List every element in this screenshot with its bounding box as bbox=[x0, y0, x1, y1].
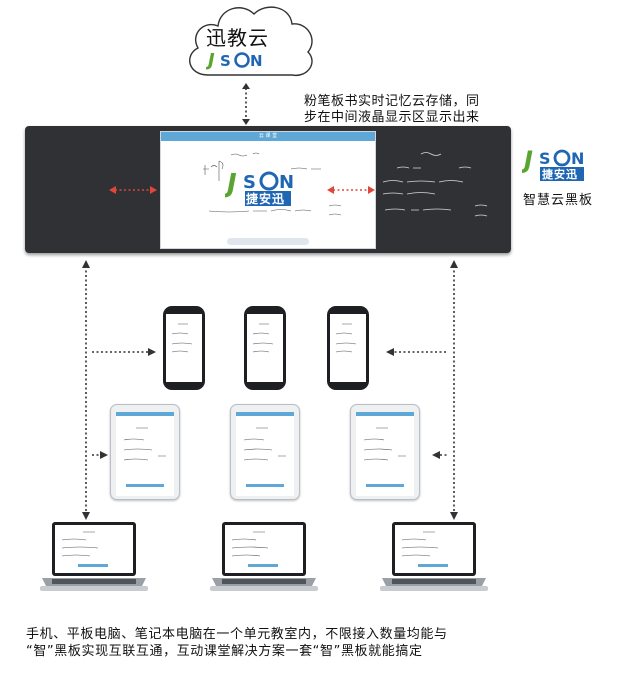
phone-1[interactable] bbox=[163, 306, 205, 390]
laptop-2[interactable] bbox=[208, 520, 320, 596]
bottom-description: 手机、平板电脑、笔记本电脑在一个单元教室内，不限接入数量均能与 “智”黑板实现互… bbox=[26, 626, 448, 660]
laptop-3[interactable] bbox=[378, 520, 490, 596]
phone-2[interactable] bbox=[244, 306, 286, 390]
laptop-1[interactable] bbox=[38, 520, 150, 596]
tablet-1[interactable] bbox=[110, 404, 180, 500]
bottom-description-line2: “智”黑板实现互联互通，互动课堂解决方案一套“智”黑板就能搞定 bbox=[26, 643, 448, 660]
tablet-3[interactable] bbox=[350, 404, 420, 500]
tablet-2[interactable] bbox=[230, 404, 300, 500]
phone-3[interactable] bbox=[327, 306, 369, 390]
bottom-description-line1: 手机、平板电脑、笔记本电脑在一个单元教室内，不限接入数量均能与 bbox=[26, 626, 448, 643]
